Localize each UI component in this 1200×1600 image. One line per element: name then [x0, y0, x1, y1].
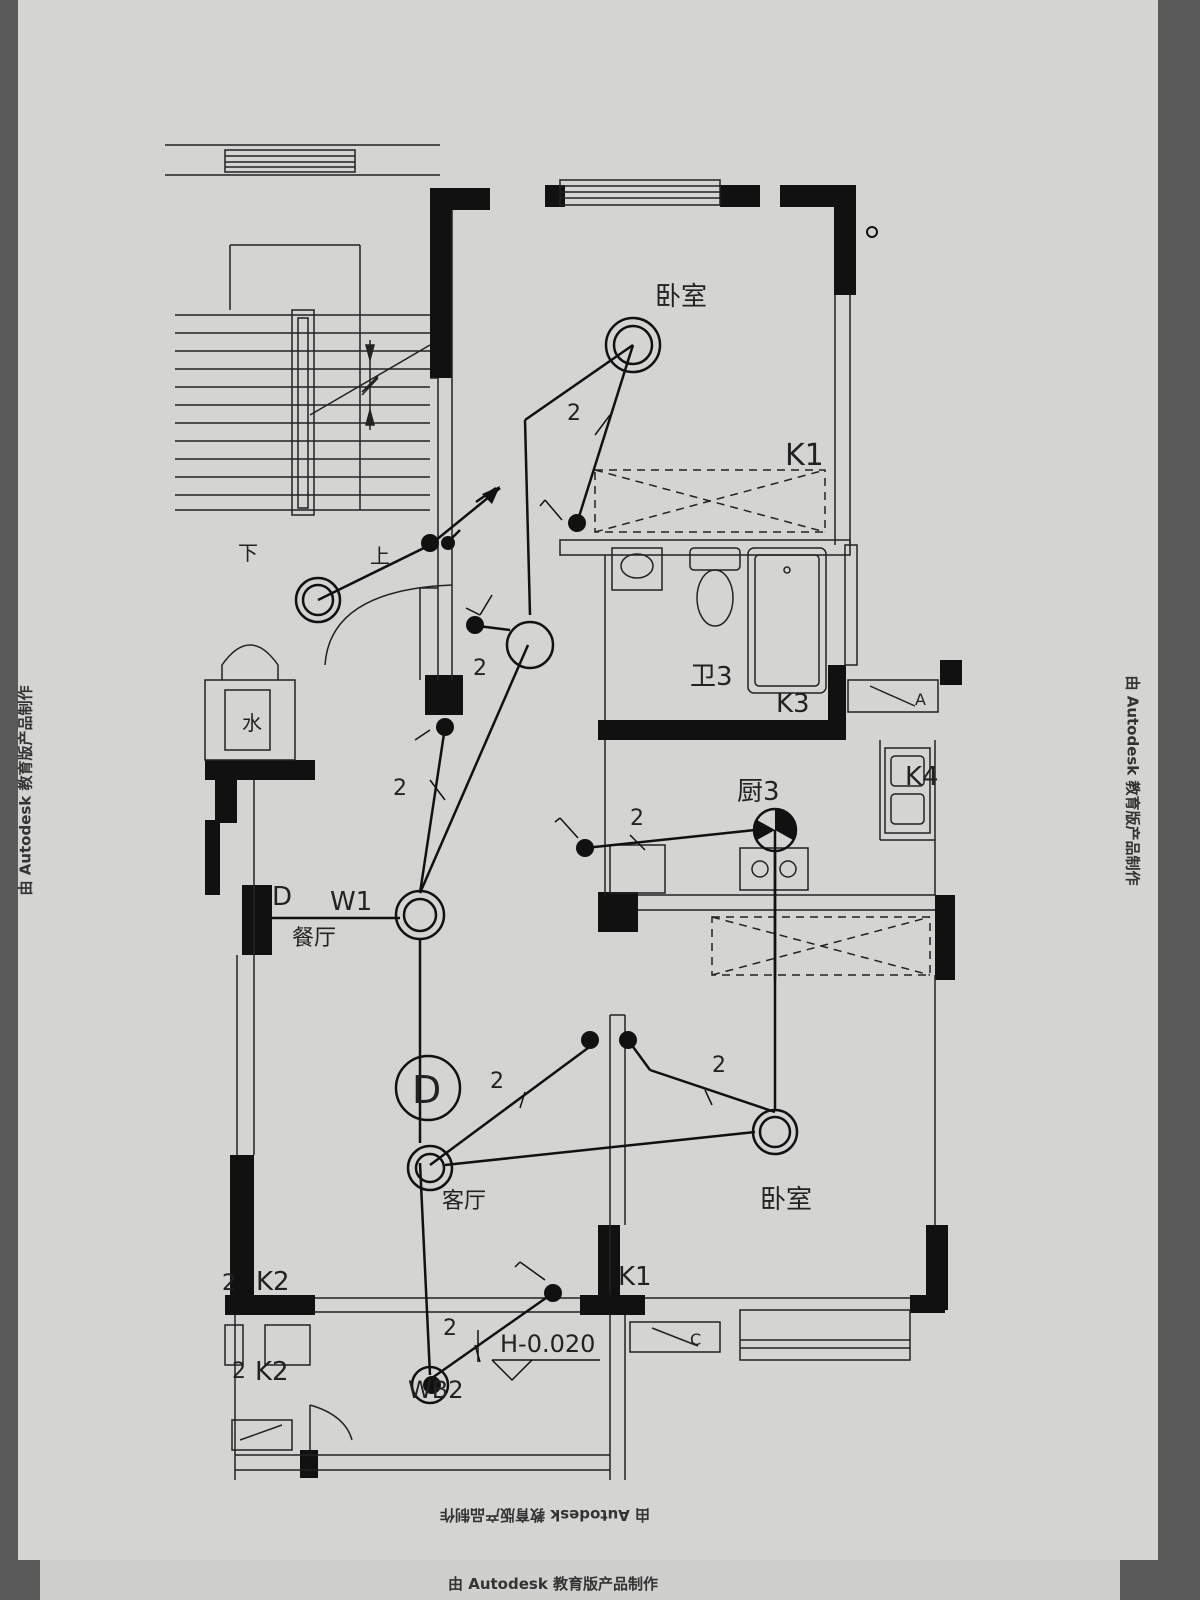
room-bedroom-top: 卧室 [655, 282, 707, 312]
wire-count: 2 [393, 776, 407, 801]
room-bedroom-bottom: 卧室 [760, 1185, 812, 1215]
label-k2-a: K2 [256, 1267, 290, 1297]
water-label: 水 [242, 711, 262, 735]
wire-count: 2 [490, 1069, 504, 1094]
wire-count: 2 [712, 1053, 726, 1078]
label-w1: W1 [330, 887, 372, 917]
room-kitchen: 厨3 [737, 777, 780, 807]
ac-label-a: A [915, 690, 926, 709]
kitchen-fixtures [594, 469, 931, 976]
room-bathroom: 卫3 [690, 662, 733, 692]
room-living: 客厅 [442, 1189, 486, 1214]
ac-units [231, 679, 939, 1451]
room-dining: 餐厅 [292, 926, 336, 951]
wiring [265, 343, 777, 1380]
label-k1-top: K1 [785, 438, 824, 473]
label-elevation: H-0.020 [500, 1330, 595, 1358]
entry-area [224, 584, 453, 1450]
label-k3: K3 [776, 689, 810, 719]
label-k2-b: K2 [255, 1357, 289, 1387]
wiring-arrow [482, 486, 500, 504]
wire-count: 2 [473, 656, 487, 681]
label-k1-bottom: K1 [618, 1262, 652, 1292]
wire-count: 2 [630, 806, 644, 831]
stair-down-label: 下 [238, 541, 258, 565]
label-d-circle: D [412, 1068, 441, 1112]
label-d-tag: D [272, 882, 292, 912]
wire-count: 2 [567, 401, 581, 426]
label-k4: K4 [905, 762, 939, 792]
stair-up-label: 上 [370, 544, 390, 568]
label-wb2: WB2 [408, 1376, 463, 1404]
wall-outlines [234, 179, 936, 1480]
kitchen-light-symbol [754, 809, 796, 840]
water-shaft [204, 644, 296, 761]
walls [205, 185, 962, 1478]
switch-marks [414, 414, 713, 1363]
switch-dots [421, 514, 637, 1394]
bathroom-fixtures [611, 547, 827, 694]
light-fixtures [294, 226, 878, 1405]
wire-count: 2 [232, 1359, 246, 1384]
stair-block [165, 144, 440, 516]
elevation-marker [477, 1330, 600, 1382]
drawing-sheet-bottom [40, 1560, 1120, 1600]
wire-count: 2 [222, 1271, 236, 1296]
wire-count: 2 [443, 1316, 457, 1341]
ac-label-c: C [690, 1330, 701, 1349]
watermark-footer: 由 Autodesk 教育版产品制作 [448, 1575, 659, 1593]
